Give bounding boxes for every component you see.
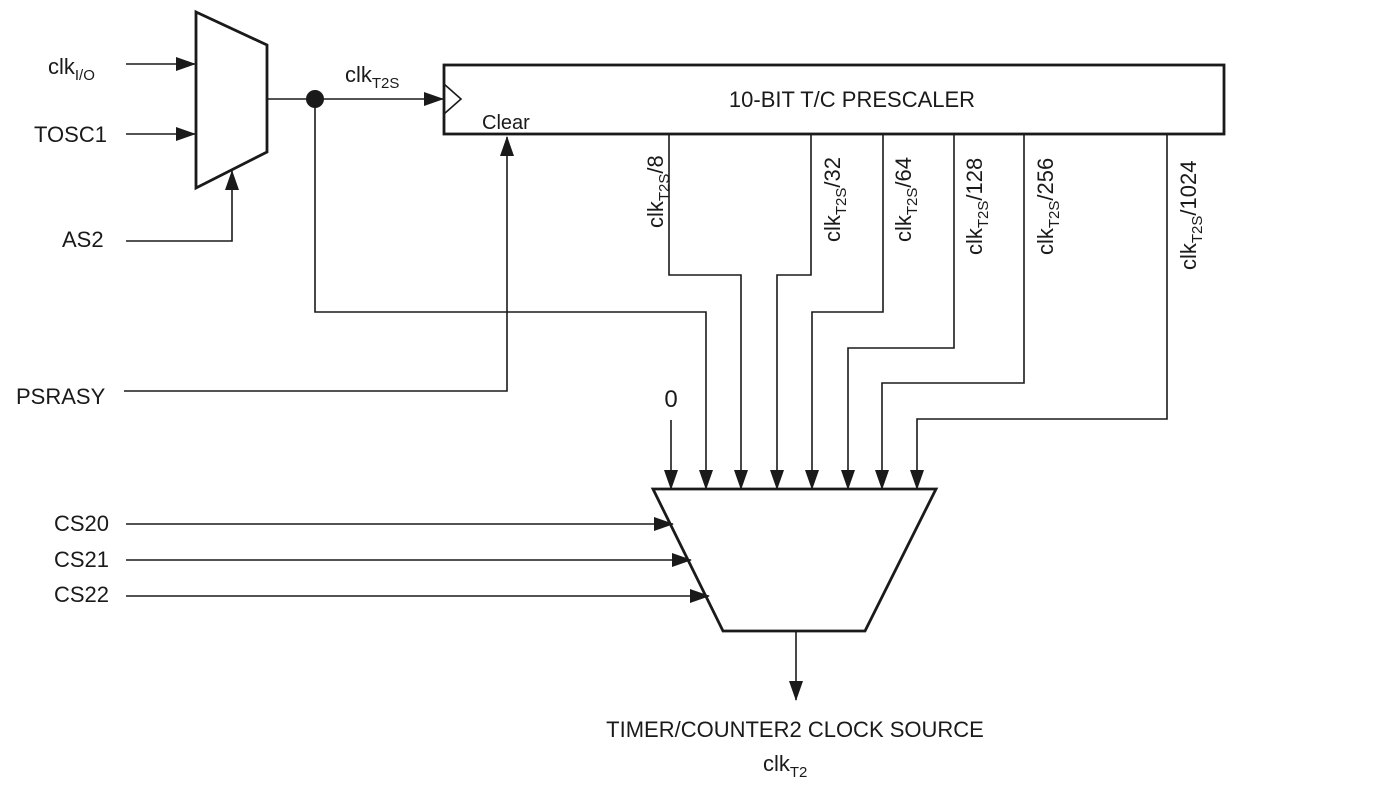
cs22-label: CS22: [54, 582, 109, 607]
prescaler-title: 10-BIT T/C PRESCALER: [729, 87, 975, 112]
tap-32-wire: [770, 134, 812, 490]
cs20-label: CS20: [54, 511, 109, 536]
clk-t2s-label: clkT2S: [345, 62, 399, 92]
output-mux: [650, 487, 939, 633]
zero-label: 0: [664, 386, 677, 413]
clear-label: Clear: [482, 112, 530, 134]
tap-64-label: clkT2S/64: [891, 157, 921, 242]
tosc1-label: TOSC1: [34, 122, 107, 147]
tap-64-wire: [805, 134, 884, 490]
tap-256-wire: [875, 134, 1025, 490]
tap-128-wire: [841, 134, 955, 490]
tap-1024-label: clkT2S/1024: [1176, 161, 1206, 270]
as2-wire: [126, 170, 239, 242]
psrasy-wire: [124, 136, 514, 392]
prescaler-block: [442, 63, 1226, 136]
cs21-label: CS21: [54, 547, 109, 572]
tap-256-label: clkT2S/256: [1033, 158, 1063, 255]
clock-edge-symbol: [443, 83, 463, 115]
clk-io-label: clkI/O: [48, 54, 95, 84]
tap-128-label: clkT2S/128: [962, 158, 992, 255]
clk-t2s-direct-wire: [314, 99, 713, 490]
input-mux: [194, 9, 269, 191]
as2-label: AS2: [62, 227, 104, 252]
tap-32-label: clkT2S/32: [820, 157, 850, 242]
output-title: TIMER/COUNTER2 CLOCK SOURCE: [606, 717, 984, 742]
clk-t2-label: clkT2: [763, 751, 807, 781]
tap-1024-wire: [910, 134, 1168, 490]
psrasy-label: PSRASY: [16, 384, 106, 409]
tap-8-wire: [668, 134, 748, 490]
tap-8-label: clkT2S/8: [643, 155, 673, 228]
